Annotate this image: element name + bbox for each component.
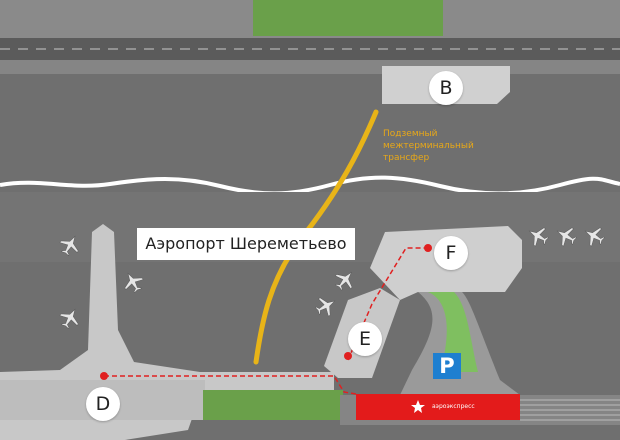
terminal-f-label[interactable]: F	[434, 236, 468, 270]
aeroexpress-label: аэроэкспресс	[432, 403, 475, 410]
taxiway-strip	[0, 60, 620, 74]
airplane-icon	[314, 297, 336, 317]
airplane-icon	[124, 272, 144, 294]
grass-south	[203, 390, 343, 420]
terminal-b-label[interactable]: B	[429, 71, 463, 105]
airplane-icon	[335, 271, 353, 291]
airplane-icon	[584, 227, 606, 247]
map-break-line	[0, 175, 620, 196]
airplane-icon	[556, 227, 578, 247]
parking-letter: P	[439, 354, 455, 378]
aeroexpress-logo-icon	[411, 400, 425, 413]
route-point-d	[100, 372, 108, 380]
transfer-note-line: Подземный	[383, 129, 438, 139]
transfer-note-line: межтерминальный	[383, 141, 474, 151]
terminal-e-label[interactable]: E	[348, 322, 382, 356]
walking-route	[104, 247, 428, 395]
parking-sign[interactable]	[433, 353, 461, 379]
transfer-note: Подземный межтерминальный трансфер	[383, 128, 493, 164]
parking-green	[428, 292, 478, 372]
terminal-d-label[interactable]: D	[86, 387, 120, 421]
airplane-icon	[59, 235, 79, 257]
airplane-icon	[59, 308, 79, 330]
airport-title: Аэропорт Шереметьево	[137, 228, 355, 260]
grass-north	[253, 0, 443, 36]
route-point-f	[424, 244, 432, 252]
route-point-e	[344, 352, 352, 360]
aeroexpress-station[interactable]	[356, 394, 520, 420]
airplane-icon	[528, 227, 550, 247]
transfer-note-line: трансфер	[383, 153, 430, 163]
